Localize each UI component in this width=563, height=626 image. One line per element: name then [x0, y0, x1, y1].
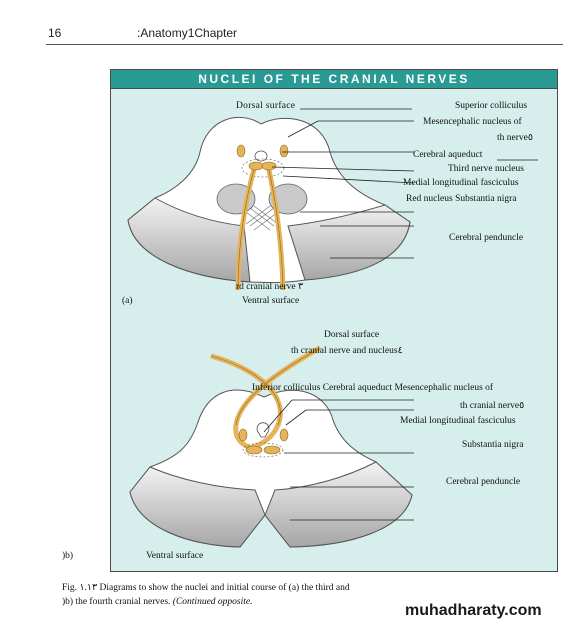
label-mesencephalic-b-2: th cranial nerve٥ — [460, 401, 525, 411]
label-dorsal-surface-b: Dorsal surface — [324, 330, 380, 340]
label-ventral-surface-a: Ventral surface — [242, 296, 300, 306]
midbrain-section-b — [129, 345, 413, 548]
running-title: :Anatomy1Chapter — [137, 26, 238, 40]
mesencephalic-nucleus-right-b — [279, 428, 289, 442]
header-rule — [46, 44, 563, 45]
third-nerve-nucleus-left — [248, 161, 264, 171]
cerebral-aqueduct-a — [254, 150, 268, 162]
caption-text: )b) the fourth cranial nerves. — [62, 597, 171, 607]
page-number: 16 — [48, 26, 62, 40]
leader-lines-b — [263, 399, 414, 521]
decussation-hatch — [245, 205, 279, 231]
label-cerebral-peduncle-a: Cerebral penduncle — [449, 233, 524, 243]
label-ventral-surface-b: Ventral surface — [146, 551, 204, 561]
label-superior-colliculus: Superior colliculus — [455, 101, 528, 111]
third-nerve-nucleus-right — [261, 161, 277, 171]
label-top-row-b: Inferior colliculus Cerebral aqueduct Me… — [252, 383, 494, 393]
label-cerebral-aqueduct-a: Cerebral aqueduct — [413, 150, 483, 160]
cerebral-peduncle-a-left — [127, 197, 251, 283]
third-nerve-nucleus-outline — [241, 158, 285, 178]
fourth-nerve-nucleus-right — [263, 445, 281, 455]
fourth-nerve-nucleus-left — [245, 445, 263, 455]
label-third-cranial-nerve: rd cranial nerve ٣ — [236, 282, 304, 292]
panel-label-a: (a) — [122, 296, 133, 306]
label-substantia-nigra: Substantia nigra — [462, 440, 524, 450]
caption-continued: (Continued opposite. — [172, 597, 253, 607]
label-fourth-nerve-nucleus: th cranial nerve and nucleus٤ — [291, 346, 403, 356]
label-mlf-b: Medial longitudinal fasciculus — [400, 416, 516, 426]
label-third-nerve-nucleus: Third nerve nucleus — [448, 164, 524, 174]
cerebral-peduncle-b-right — [264, 461, 413, 548]
cerebral-aqueduct-b — [256, 422, 270, 438]
figure-caption-line2: )b) the fourth cranial nerves. (Continue… — [62, 597, 253, 607]
label-mesencephalic-a-2: th nerve٥ — [497, 133, 533, 143]
fourth-nerve-nucleus-outline — [242, 442, 284, 458]
label-dorsal-surface-a: Dorsal surface — [236, 101, 296, 111]
red-nucleus-right — [268, 183, 308, 215]
leader-lines-a — [271, 108, 538, 259]
label-cerebral-peduncle-b: Cerebral penduncle — [446, 477, 521, 487]
superior-colliculus-left — [236, 144, 246, 158]
superior-colliculus-right — [279, 144, 289, 158]
label-mlf-a: Medial longitudinal fasciculus — [403, 178, 519, 188]
watermark: muhadharaty.com — [405, 602, 542, 619]
label-red-nucleus-substantia-nigra: Red nucleus Substantia nigra — [406, 194, 517, 204]
label-mesencephalic-a-1: Mesencephalic nucleus of — [423, 117, 522, 127]
figure-caption-line1: Fig. ١.١٣ Diagrams to show the nuclei an… — [62, 583, 350, 593]
mesencephalic-nucleus-left-b — [238, 428, 248, 442]
midbrain-section-a — [127, 116, 411, 291]
panel-label-b: )b) — [62, 551, 74, 561]
figure-title: NUCLEI OF THE CRANIAL NERVES — [110, 69, 558, 89]
